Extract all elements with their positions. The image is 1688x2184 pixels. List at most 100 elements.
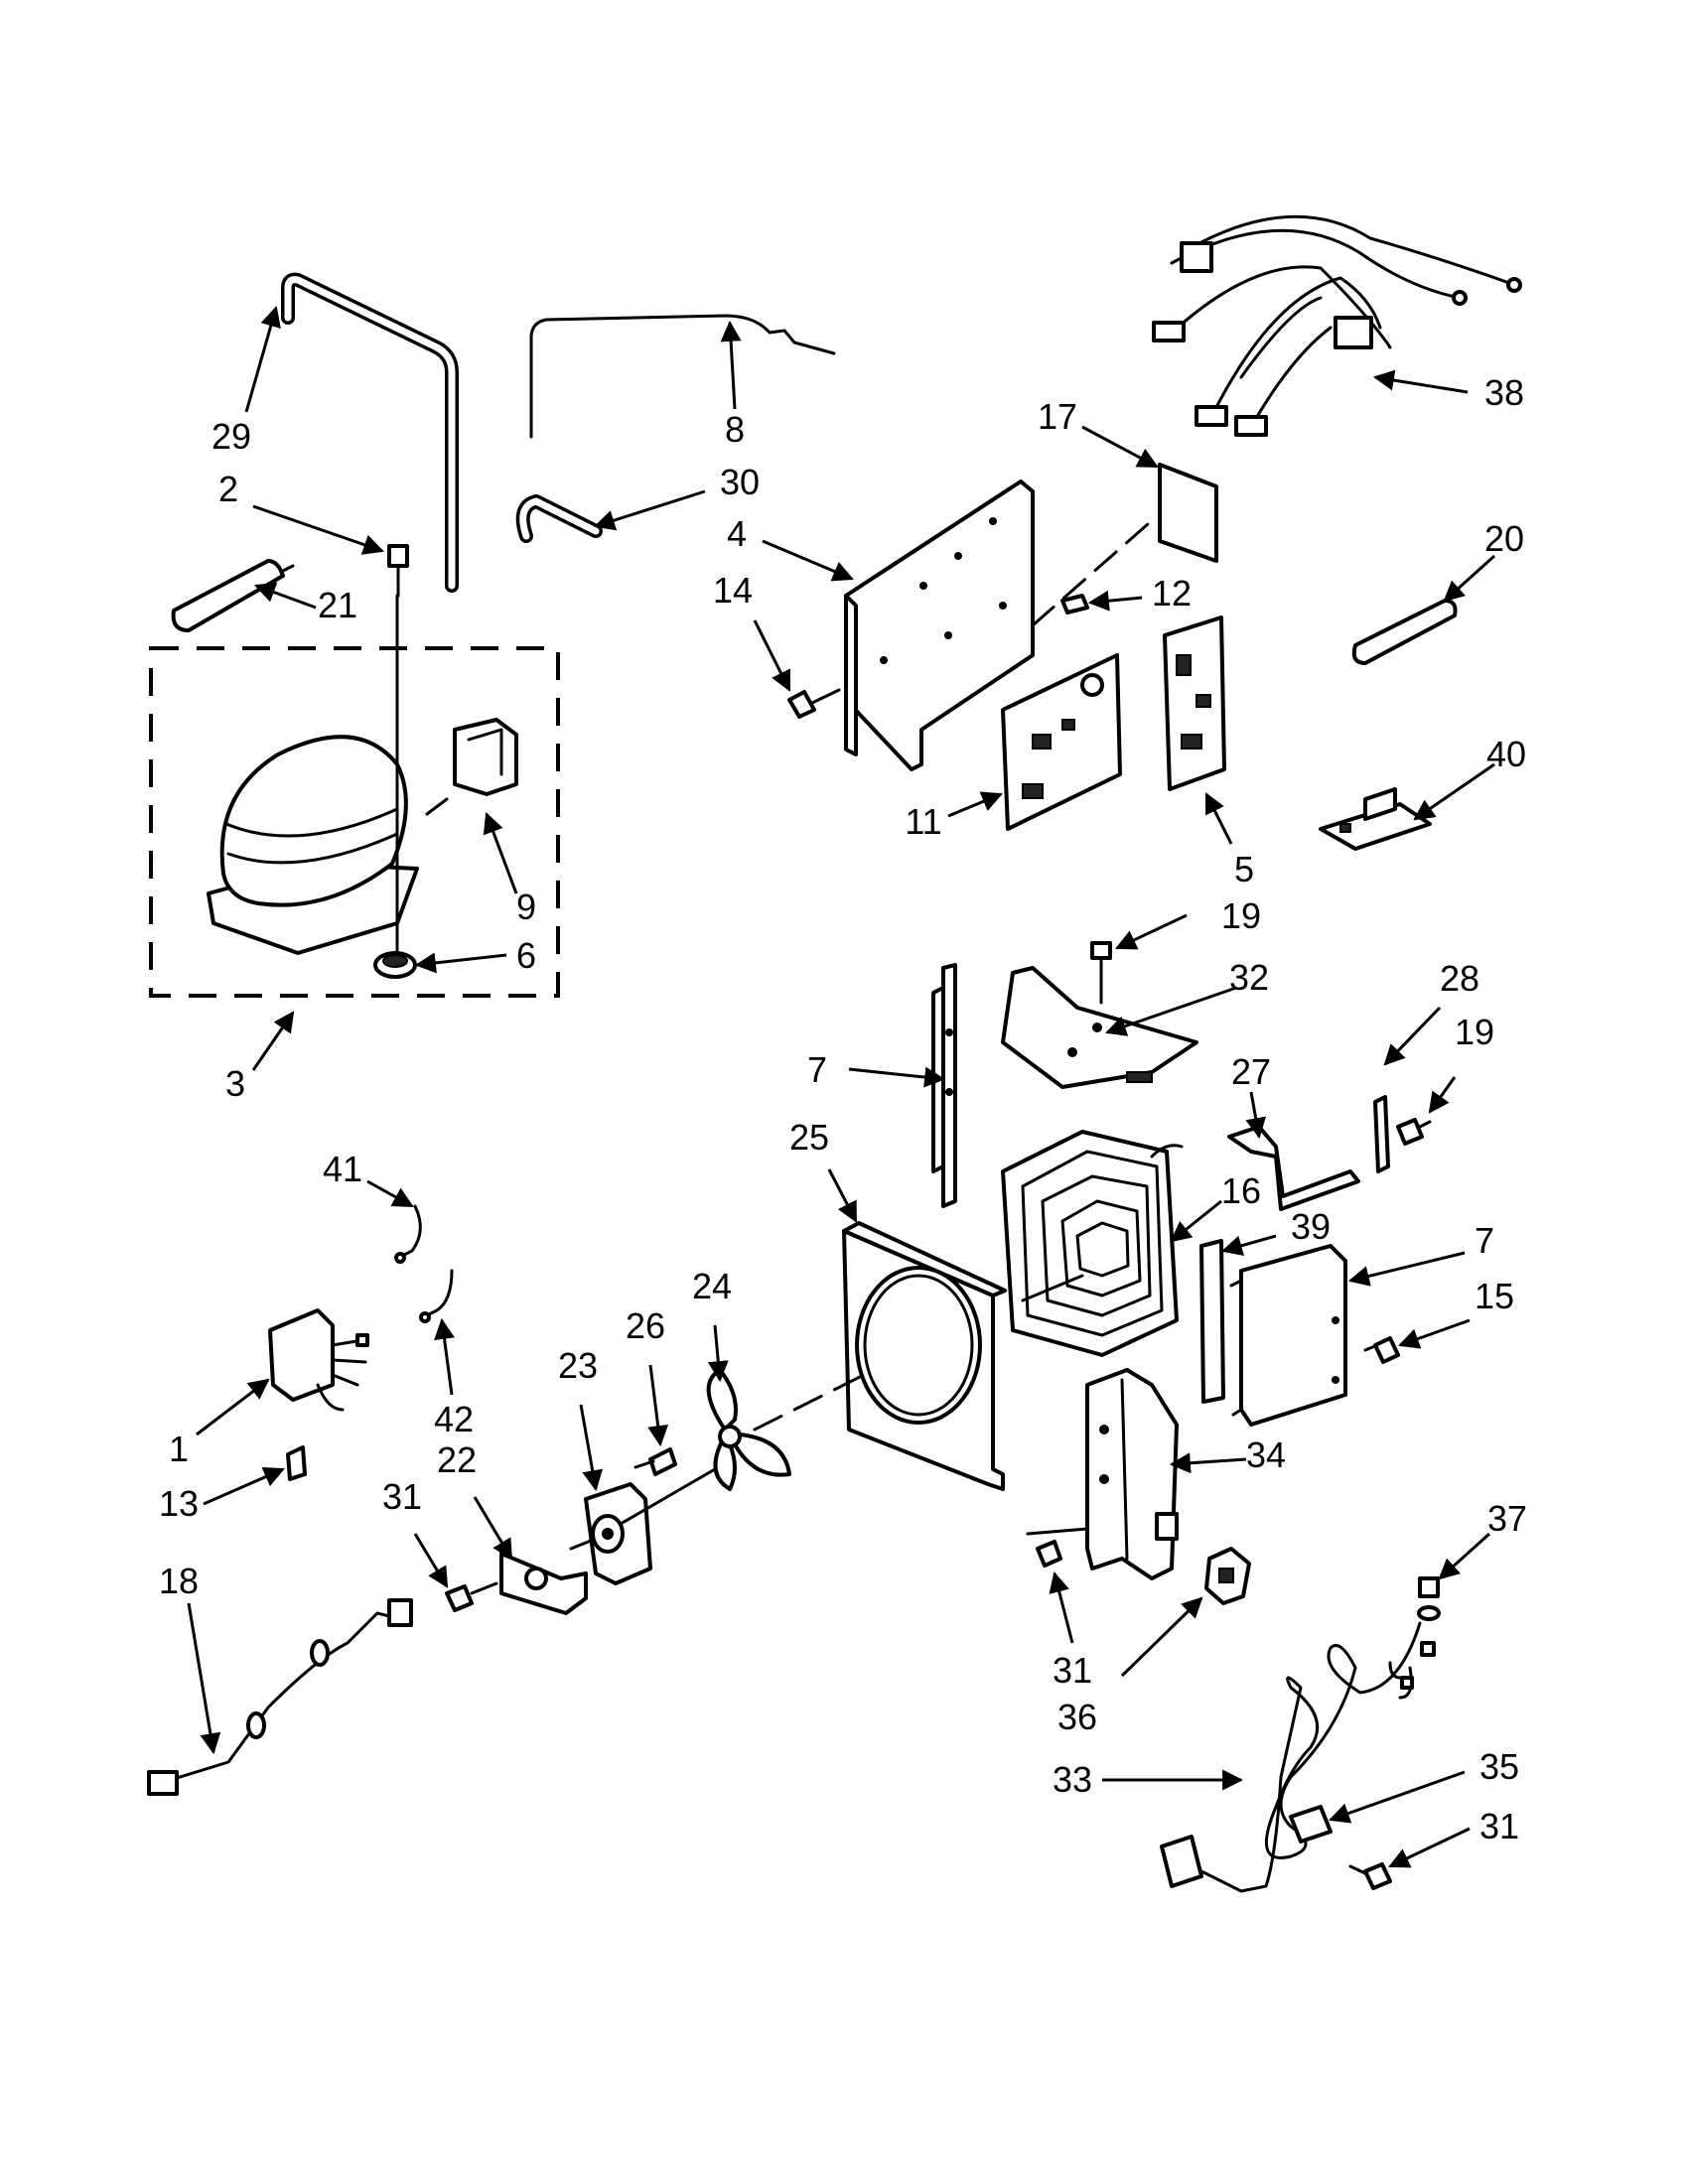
leader-lines xyxy=(187,305,1496,1868)
part-31-screw-left xyxy=(445,1581,498,1612)
part-16-evaporator xyxy=(1001,1130,1184,1357)
leader-28 xyxy=(1383,1006,1442,1066)
part-13 xyxy=(286,1445,307,1481)
part-2-bolt xyxy=(387,544,409,598)
leader-23 xyxy=(579,1404,604,1492)
part-38-harness xyxy=(1152,214,1522,437)
part-28 xyxy=(1373,1095,1390,1173)
callout-38: 38 xyxy=(1484,372,1524,413)
callout-17: 17 xyxy=(1038,396,1077,437)
callout-labels: 29 2 21 3 9 6 8 30 4 14 17 12 11 5 38 20… xyxy=(159,372,1527,1846)
part-36-switch xyxy=(1204,1547,1251,1605)
callout-25: 25 xyxy=(789,1117,829,1158)
callout-42: 42 xyxy=(434,1399,474,1439)
callout-13: 13 xyxy=(159,1483,199,1524)
leader-19a xyxy=(1115,913,1188,950)
part-31-screw-middle xyxy=(1036,1540,1062,1568)
callout-22: 22 xyxy=(437,1439,477,1480)
callout-14: 14 xyxy=(713,570,753,611)
leader-7a xyxy=(848,1066,946,1088)
callout-31-bottom: 31 xyxy=(1479,1806,1519,1846)
compressor-group-box xyxy=(149,646,560,998)
callout-9: 9 xyxy=(516,887,536,927)
leader-3 xyxy=(251,1011,295,1071)
leader-22 xyxy=(473,1496,513,1561)
part-21-drier xyxy=(171,559,295,632)
part-35-clamp xyxy=(1289,1805,1333,1843)
leader-6 xyxy=(414,952,507,974)
part-30-hose xyxy=(515,494,603,543)
part-12-clip xyxy=(1060,594,1089,614)
leader-37 xyxy=(1438,1532,1491,1580)
leader-7b xyxy=(1347,1251,1466,1287)
callout-18: 18 xyxy=(159,1561,199,1601)
part-1 xyxy=(268,1308,369,1412)
callout-31-left: 31 xyxy=(382,1476,422,1517)
callout-5: 5 xyxy=(1234,849,1254,889)
callout-1: 1 xyxy=(169,1429,189,1469)
part-27-bracket xyxy=(1227,1125,1360,1211)
callout-4: 4 xyxy=(727,513,747,554)
leader-17 xyxy=(1081,425,1159,469)
part-14-screw xyxy=(787,688,841,719)
part-7-plate-left xyxy=(931,963,957,1208)
leader-8 xyxy=(720,320,742,410)
part-15-screw xyxy=(1363,1336,1400,1364)
callout-12: 12 xyxy=(1152,573,1192,614)
callout-23: 23 xyxy=(558,1345,598,1386)
callout-20: 20 xyxy=(1484,518,1524,559)
callout-6: 6 xyxy=(516,935,536,976)
callout-7-left: 7 xyxy=(807,1049,827,1090)
leader-15 xyxy=(1398,1318,1471,1349)
leader-12 xyxy=(1087,590,1143,612)
leader-2 xyxy=(252,504,384,555)
part-40-board xyxy=(1319,787,1432,851)
callout-19-top: 19 xyxy=(1221,895,1261,936)
part-32-shelf xyxy=(1001,966,1198,1089)
leader-31c xyxy=(1388,1827,1471,1868)
leader-26 xyxy=(647,1364,669,1447)
callout-37: 37 xyxy=(1487,1498,1527,1539)
part-compressor xyxy=(207,594,419,979)
leader-24 xyxy=(707,1324,729,1383)
part-11-board xyxy=(1001,653,1122,831)
part-17-board xyxy=(1031,463,1218,627)
callout-41: 41 xyxy=(323,1149,362,1189)
callout-34: 34 xyxy=(1246,1434,1286,1475)
leader-31a xyxy=(413,1533,449,1588)
callout-30: 30 xyxy=(720,462,760,502)
part-42-wire xyxy=(419,1269,454,1323)
callout-3: 3 xyxy=(225,1063,245,1104)
leader-25 xyxy=(827,1168,858,1223)
callout-7-right: 7 xyxy=(1475,1220,1494,1261)
part-5-board xyxy=(1163,615,1226,791)
leader-11 xyxy=(947,791,1003,818)
part-18-wire xyxy=(147,1598,413,1796)
leader-14 xyxy=(753,619,791,692)
leader-19b xyxy=(1428,1076,1457,1114)
part-19-screw-right xyxy=(1396,1118,1432,1146)
leader-35 xyxy=(1329,1770,1466,1824)
part-37-bolt xyxy=(1417,1576,1441,1621)
leader-9 xyxy=(483,812,518,894)
part-4-bracket xyxy=(844,479,1035,771)
callout-21: 21 xyxy=(318,585,357,625)
leader-34 xyxy=(1169,1452,1247,1474)
callout-31-middle: 31 xyxy=(1053,1650,1092,1691)
part-19-screw-top xyxy=(1090,941,1112,1005)
leader-1 xyxy=(196,1378,270,1436)
leader-40 xyxy=(1413,762,1495,821)
part-31-screw-bottom xyxy=(1348,1862,1392,1890)
callout-33: 33 xyxy=(1053,1759,1092,1800)
part-23-fan-motor xyxy=(569,1467,717,1585)
leader-29 xyxy=(244,305,281,413)
callout-35: 35 xyxy=(1479,1746,1519,1787)
leader-30 xyxy=(593,489,706,531)
leader-20 xyxy=(1443,554,1496,603)
leader-4 xyxy=(762,539,854,582)
callout-15: 15 xyxy=(1475,1276,1514,1316)
callout-28: 28 xyxy=(1440,958,1479,999)
part-25-shroud xyxy=(842,1221,1007,1491)
callout-40: 40 xyxy=(1486,734,1526,774)
